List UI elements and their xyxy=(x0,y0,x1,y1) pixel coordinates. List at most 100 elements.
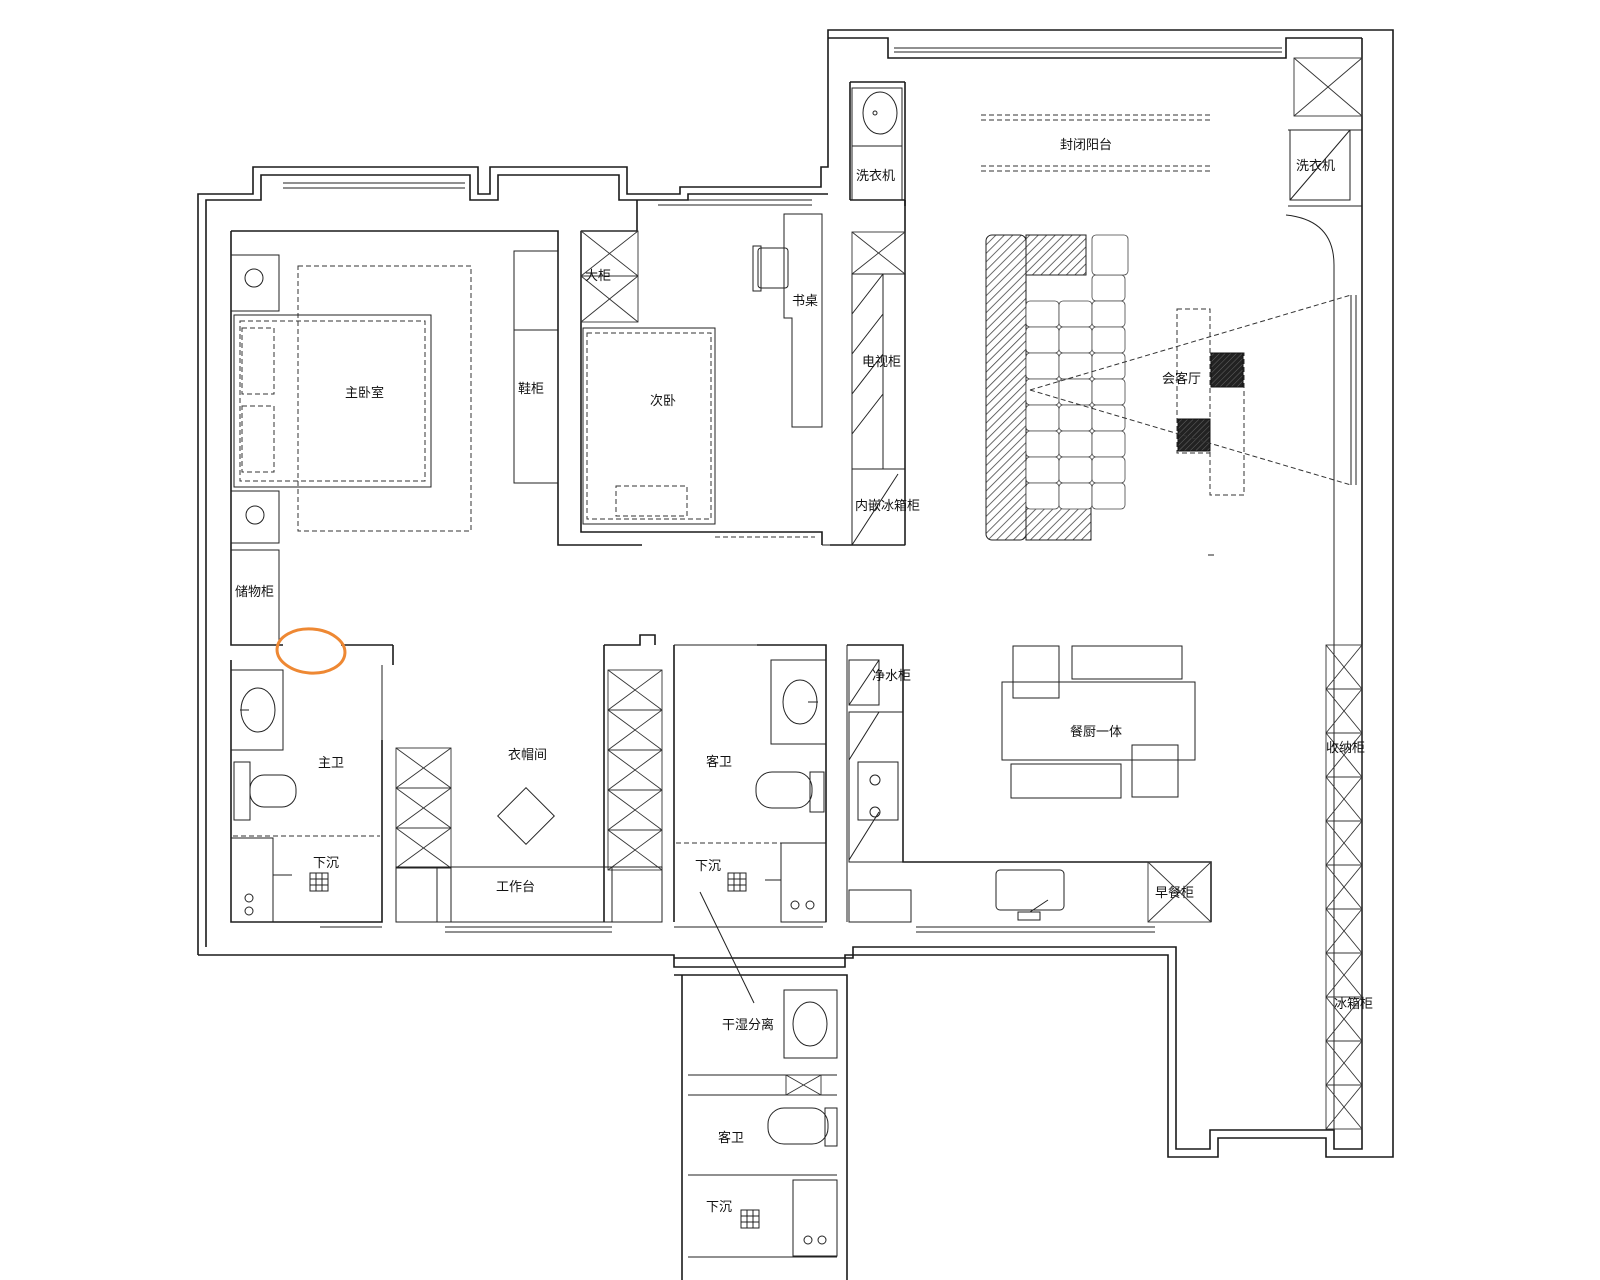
cabinet-bay xyxy=(395,747,452,789)
label-dry-wet: 干湿分离 xyxy=(722,1017,774,1033)
speaker-top xyxy=(1210,352,1244,388)
wall-cabinet xyxy=(513,250,559,484)
sofa-cushion xyxy=(1025,430,1060,458)
label-guest-bath-2: 客卫 xyxy=(718,1130,744,1146)
sofa-cushion xyxy=(1091,300,1126,328)
lower-bath-fixtures xyxy=(740,989,838,1257)
sofa-back xyxy=(985,234,1027,541)
sofa-cushion xyxy=(1091,378,1126,406)
wardrobe-chair xyxy=(497,787,555,845)
label-master-bedroom: 主卧室 xyxy=(345,385,384,401)
sofa-cushion xyxy=(1058,430,1093,458)
master-bath-washer xyxy=(230,837,274,923)
desk-chair xyxy=(757,247,789,289)
sofa-grid xyxy=(985,234,1129,541)
cabinet-bay xyxy=(607,789,663,831)
label-storage: 储物柜 xyxy=(235,585,274,600)
second-bedroom-furniture xyxy=(580,213,823,538)
sofa-cushion xyxy=(1091,352,1126,380)
master-bed xyxy=(233,314,432,488)
sofa-cushion xyxy=(1058,404,1093,432)
kitchen-fixtures xyxy=(848,659,1212,923)
label-big-cabinet: 大柜 xyxy=(585,269,611,284)
annotation-circle xyxy=(275,627,347,675)
label-laundry: 洗衣机 xyxy=(856,168,895,184)
guest-bath-sink xyxy=(770,659,827,745)
sofa-cushion xyxy=(1058,378,1093,406)
label-fridge: 冰箱柜 xyxy=(1334,996,1373,1012)
lower-washer xyxy=(792,1179,838,1257)
sofa-cushion xyxy=(1058,326,1093,354)
label-hallway-cabinet: 鞋柜 xyxy=(518,381,544,397)
sofa-cushion xyxy=(1058,352,1093,380)
nightstand-bottom xyxy=(230,490,280,544)
kitchen-sink xyxy=(995,869,1065,911)
guest-bath-toilet xyxy=(755,771,813,809)
right-wall-cabinets xyxy=(1289,57,1363,1130)
guest-bath-washer xyxy=(780,842,827,923)
label-master-drain: 下沉 xyxy=(313,856,339,871)
exterior-walls xyxy=(197,29,1394,1158)
label-drain-2: 下沉 xyxy=(706,1200,732,1215)
big-cabinet xyxy=(580,230,639,323)
sofa-cushion xyxy=(1058,456,1093,484)
sofa-cushion xyxy=(1091,482,1126,510)
label-work-desk: 工作台 xyxy=(496,880,535,895)
cabinet-bay xyxy=(1325,908,1363,954)
sofa-arm-top xyxy=(1025,234,1087,276)
sofa-cushion xyxy=(1091,456,1126,484)
nightstand-top xyxy=(230,254,280,312)
speaker-bottom xyxy=(1177,418,1211,452)
label-tv-cabinet: 电视柜 xyxy=(862,355,901,370)
sofa-cushion xyxy=(1025,300,1060,328)
dining-bench-top xyxy=(1071,645,1183,680)
label-wardrobe: 衣帽间 xyxy=(508,747,547,763)
label-snack-cabinet: 早餐柜 xyxy=(1155,885,1194,901)
guest-bath-fixtures xyxy=(676,659,827,1004)
master-bath-toilet xyxy=(249,774,297,808)
cabinet-bay xyxy=(1325,644,1363,690)
lower-sink xyxy=(783,989,838,1059)
label-water-purifier: 净水柜 xyxy=(872,669,911,684)
bedroom-cabinet xyxy=(230,549,280,646)
label-storage-cabinet: 收纳柜 xyxy=(1326,741,1365,756)
cabinet-bay xyxy=(395,787,452,829)
right-storage-column xyxy=(1325,644,1363,1130)
cabinet-bay xyxy=(607,669,663,711)
drain-grate xyxy=(309,872,329,892)
cabinet-bay xyxy=(607,749,663,791)
label-desk: 书桌 xyxy=(792,294,818,309)
label-washer: 洗衣机 xyxy=(1296,158,1335,174)
cabinet-bay xyxy=(1325,1084,1363,1130)
cabinet-bay xyxy=(1325,952,1363,998)
label-inner-cabinet: 内嵌冰箱柜 xyxy=(855,498,920,514)
sofa-cushion xyxy=(1025,482,1060,510)
sofa-cushion xyxy=(1091,274,1126,302)
single-bed xyxy=(582,327,716,525)
master-bath-sink xyxy=(230,669,284,751)
cabinet-bay xyxy=(607,709,663,751)
dining-chair-top xyxy=(1012,645,1060,699)
cabinet-bay xyxy=(1325,820,1363,866)
snack-cabinet xyxy=(1147,861,1212,923)
sofa-cushion xyxy=(1091,404,1126,432)
lower-toilet xyxy=(767,1107,829,1145)
sofa-cushion xyxy=(1025,352,1060,380)
label-dining: 餐厨一体 xyxy=(1070,724,1122,740)
sofa-cushion xyxy=(1025,404,1060,432)
storage-cabinet-column xyxy=(851,231,906,546)
sofa-cushion xyxy=(1091,430,1126,458)
dining-set xyxy=(1001,645,1196,799)
cabinet-bay xyxy=(1325,688,1363,734)
sofa-cushion xyxy=(1025,326,1060,354)
cabinet-bay xyxy=(395,827,452,869)
master-bath-fixtures xyxy=(230,669,380,923)
left-column-cabinets xyxy=(851,87,906,546)
wardrobe-fixtures xyxy=(395,669,663,923)
label-balcony: 封闭阳台 xyxy=(1060,138,1112,153)
label-guest-bath: 客卫 xyxy=(706,754,732,770)
label-second-bed: 次卧 xyxy=(650,393,676,409)
leader-line xyxy=(699,891,755,1004)
